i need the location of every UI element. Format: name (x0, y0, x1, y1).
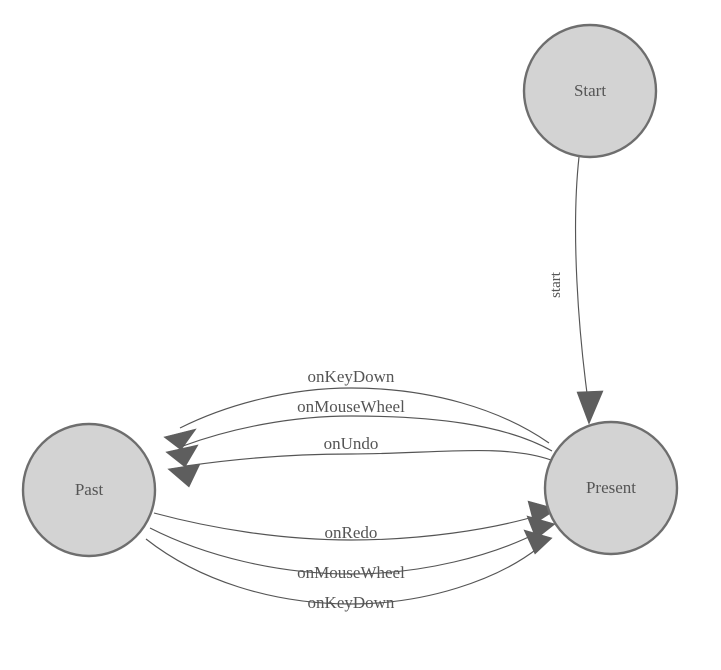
edge-past-to-present-onkeydown-path (145, 538, 539, 605)
node-start[interactable]: Start (522, 23, 658, 159)
edge-present-to-past-onundo-path (185, 449, 552, 467)
edge-label-start: start (548, 271, 564, 298)
arrowhead-present-to-past-onkeydown (163, 428, 197, 451)
node-past-circle (21, 422, 157, 558)
arrowhead-past-to-present-onkeydown (523, 529, 553, 555)
arrowhead-start-to-present (576, 390, 604, 425)
node-start-circle (522, 23, 658, 159)
node-present[interactable]: Present (543, 420, 679, 556)
node-past-label: Past (75, 480, 104, 499)
arrowhead-present-to-past-onmousewheel (165, 444, 199, 468)
edge-label-present-to-past-onkeydown: onKeyDown (308, 367, 395, 386)
edge-start-to-present[interactable]: start (548, 156, 604, 425)
edge-present-to-past-onundo[interactable]: onUndo (167, 434, 552, 488)
edge-label-past-to-present-onmousewheel: onMouseWheel (297, 563, 405, 582)
node-present-circle (543, 420, 679, 556)
node-start-label: Start (574, 81, 606, 100)
edge-start-to-present-path (574, 156, 590, 409)
arrowhead-present-to-past-onundo (167, 463, 201, 488)
edge-label-past-to-present-onkeydown: onKeyDown (308, 593, 395, 612)
edge-label-present-to-past-onmousewheel: onMouseWheel (297, 397, 405, 416)
edge-present-to-past-onkeydown-path (179, 387, 550, 444)
node-past[interactable]: Past (21, 422, 157, 558)
edge-present-to-past-onmousewheel-path (182, 415, 553, 452)
edge-past-to-present-onmousewheel-path (149, 527, 540, 575)
node-present-label: Present (586, 478, 636, 497)
edge-past-to-present-onkeydown[interactable]: onKeyDown (145, 529, 553, 612)
edge-label-past-to-present-onredo: onRedo (325, 523, 378, 542)
edge-label-present-to-past-onundo: onUndo (324, 434, 379, 453)
edge-past-to-present-onredo[interactable]: onRedo (153, 500, 558, 542)
edge-present-to-past-onkeydown[interactable]: onKeyDown (163, 367, 550, 451)
edge-past-to-present-onredo-path (153, 512, 541, 541)
edge-present-to-past-onmousewheel[interactable]: onMouseWheel (165, 397, 553, 468)
